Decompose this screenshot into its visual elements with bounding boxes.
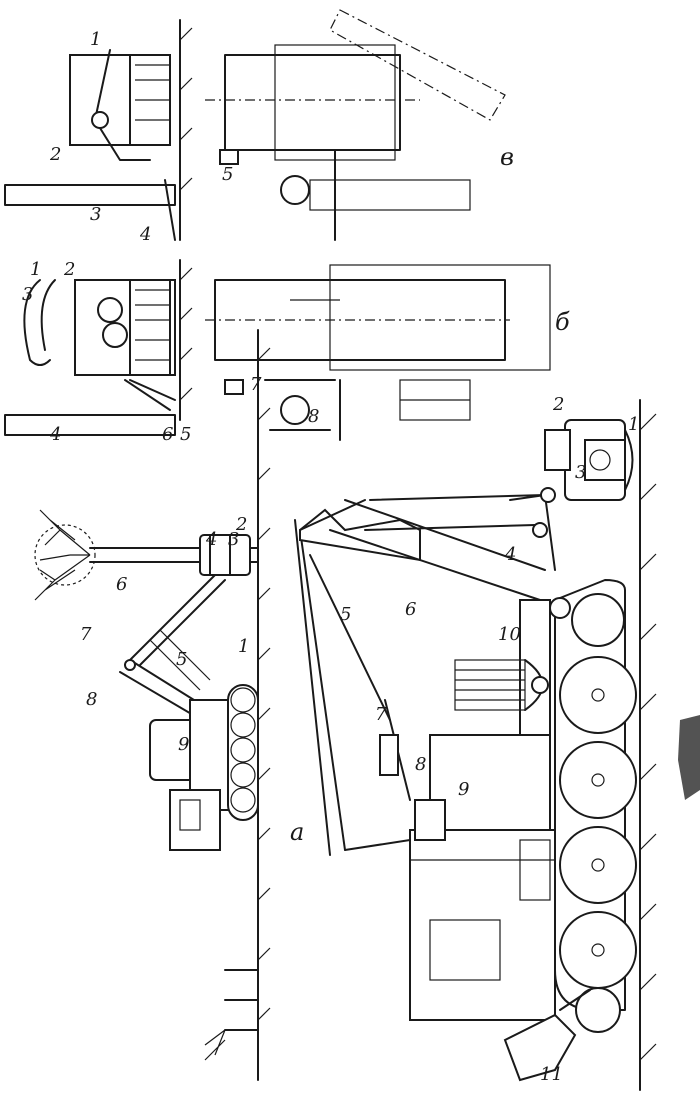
crawler-tracks bbox=[549, 579, 637, 1033]
large-harvester-machine: 1 2 3 4 5 6 7 8 9 10 11 bbox=[294, 394, 657, 1091]
panel-label-a: а bbox=[290, 818, 304, 846]
tracks-1 bbox=[227, 684, 259, 821]
label-large-8: 8 bbox=[415, 754, 426, 775]
label-b-8: 8 bbox=[308, 406, 319, 427]
label-large-11: 11 bbox=[540, 1064, 563, 1085]
label-b-6: 6 bbox=[162, 424, 173, 445]
panel-label-v: в bbox=[500, 143, 514, 171]
ground-hatching-lower bbox=[639, 413, 657, 1061]
operator-cabin bbox=[409, 829, 556, 1021]
boom-7-large bbox=[299, 529, 346, 851]
stem-outline-v bbox=[329, 9, 506, 121]
head-detail-v: 1 2 3 4 5 в bbox=[4, 9, 514, 245]
label-small-8: 8 bbox=[86, 689, 97, 710]
plan-view-v bbox=[224, 54, 401, 151]
felled-logs bbox=[204, 969, 259, 1061]
engine-9 bbox=[429, 734, 551, 831]
label-large-1: 1 bbox=[628, 414, 639, 435]
label-large-7: 7 bbox=[375, 704, 387, 725]
head-detail-b: 1 2 3 4 5 6 7 8 б bbox=[4, 259, 570, 445]
label-large-4: 4 bbox=[504, 544, 516, 565]
grapple-3-b bbox=[23, 279, 51, 366]
label-small-9: 9 bbox=[178, 734, 189, 755]
label-v-2: 2 bbox=[49, 144, 61, 165]
label-b-7: 7 bbox=[250, 374, 262, 395]
ground-hatching-b bbox=[179, 267, 193, 401]
ground-hatching bbox=[257, 347, 271, 1021]
label-large-3: 3 bbox=[575, 462, 586, 483]
label-large-5: 5 bbox=[340, 604, 351, 625]
label-small-4: 4 bbox=[205, 529, 217, 550]
dozer-blade-11 bbox=[503, 1013, 577, 1082]
label-small-7: 7 bbox=[80, 624, 92, 645]
stem-v bbox=[4, 184, 176, 206]
felling-head bbox=[199, 534, 251, 576]
log-bunch-10 bbox=[454, 659, 549, 711]
label-small-5: 5 bbox=[176, 649, 187, 670]
harvester-head bbox=[544, 419, 634, 501]
stem-b bbox=[4, 414, 176, 436]
label-large-10: 10 bbox=[498, 624, 521, 645]
label-b-1: 1 bbox=[30, 259, 41, 280]
label-b-5: 5 bbox=[180, 424, 191, 445]
label-v-5: 5 bbox=[222, 164, 233, 185]
label-large-2: 2 bbox=[552, 394, 564, 415]
plan-view-b bbox=[214, 279, 506, 361]
label-v-4: 4 bbox=[139, 224, 151, 245]
label-b-3: 3 bbox=[22, 284, 33, 305]
label-b-4: 4 bbox=[49, 424, 61, 445]
arm-1-v bbox=[94, 49, 151, 161]
ground-hatching-v bbox=[179, 27, 193, 191]
panel-label-b: б bbox=[555, 308, 570, 336]
label-b-2: 2 bbox=[63, 259, 75, 280]
cylinder-8 bbox=[379, 734, 399, 776]
stick-4 bbox=[369, 494, 546, 501]
label-large-9: 9 bbox=[458, 779, 469, 800]
label-v-1: 1 bbox=[90, 29, 101, 50]
label-small-6: 6 bbox=[116, 574, 127, 595]
label-large-6: 6 bbox=[405, 599, 416, 620]
small-harvester-machine: 1 2 3 4 5 6 7 8 9 а bbox=[34, 329, 304, 1081]
label-v-3: 3 bbox=[90, 204, 101, 225]
scan-smudge bbox=[678, 715, 700, 800]
boom-6 bbox=[129, 574, 216, 661]
cylinder-5 bbox=[309, 554, 391, 721]
boom-6-large bbox=[329, 529, 541, 601]
label-small-1: 1 bbox=[238, 636, 249, 657]
label-small-3: 3 bbox=[228, 529, 239, 550]
label-small-2: 2 bbox=[235, 514, 247, 535]
